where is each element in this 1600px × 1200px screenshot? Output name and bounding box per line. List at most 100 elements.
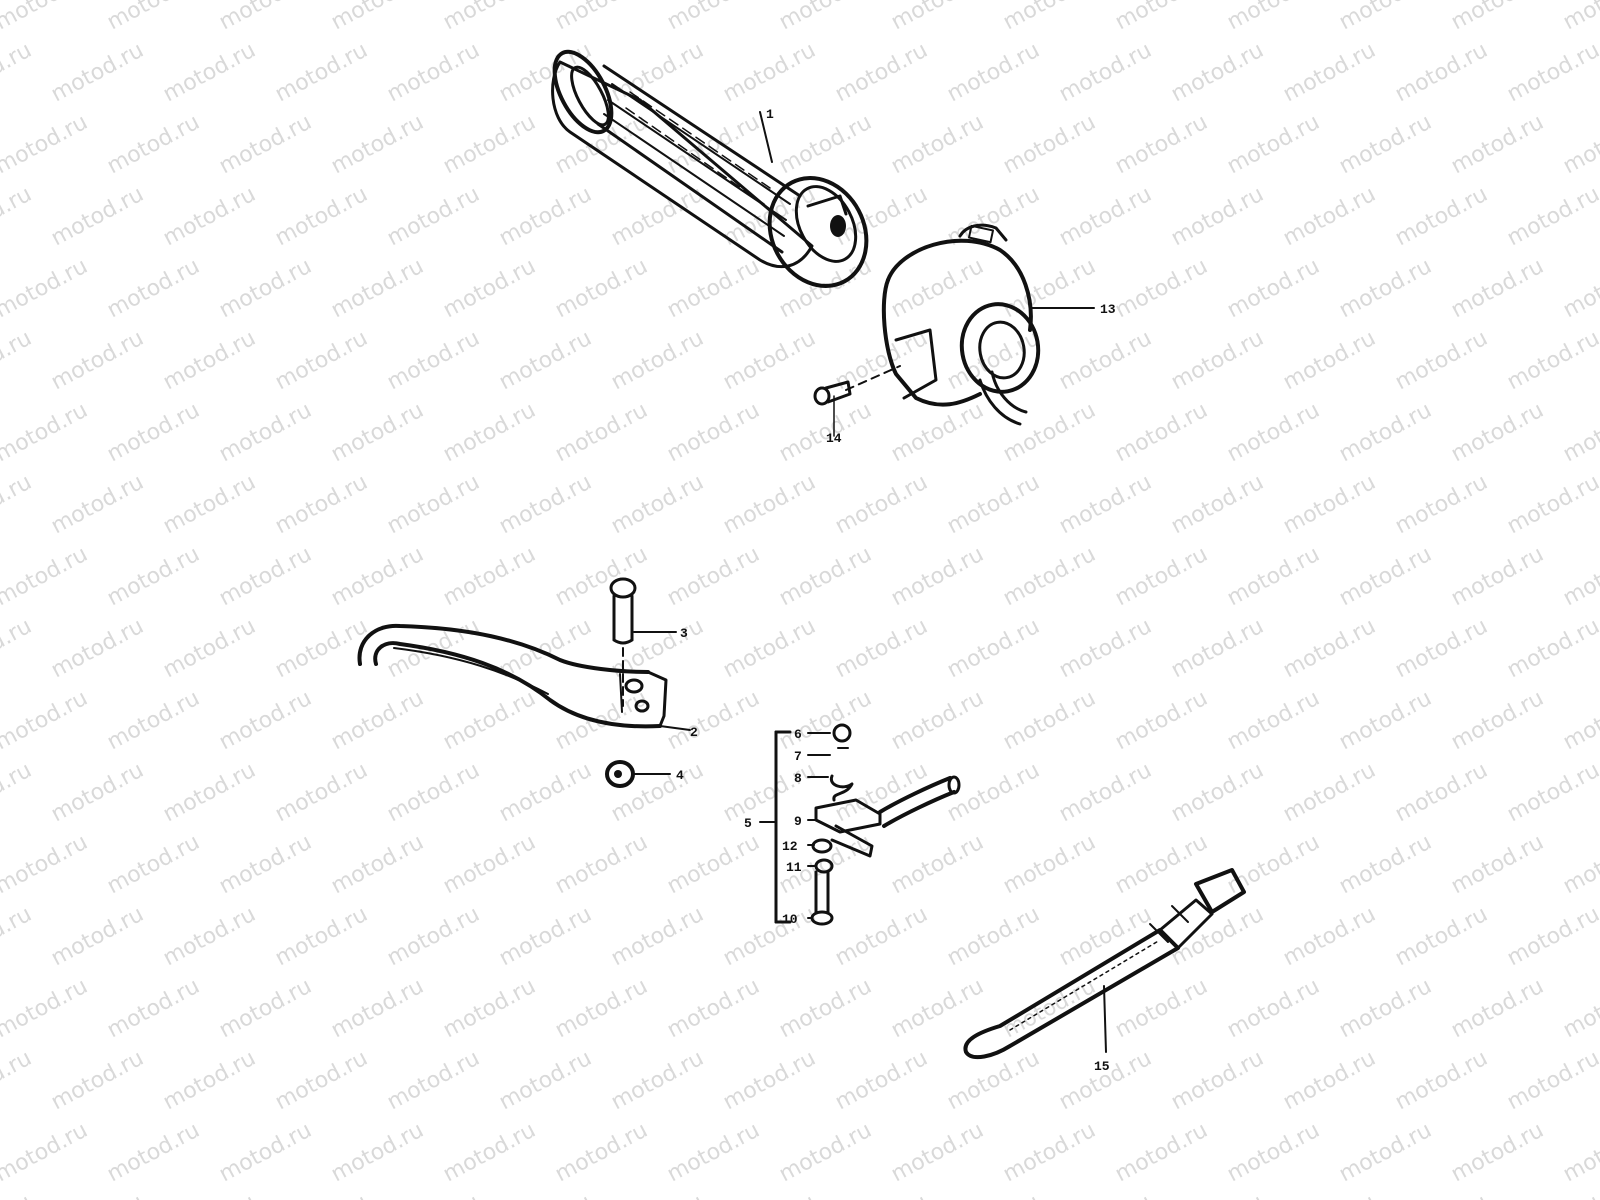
callout-3: 3 — [680, 626, 688, 641]
watermark-text: motod.ru — [1503, 470, 1600, 539]
watermark-text: motod.ru — [271, 758, 372, 827]
watermark-text: motod.ru — [1223, 1118, 1324, 1187]
watermark-text: motod.ru — [103, 830, 204, 899]
watermark-text: motod.ru — [1167, 470, 1268, 539]
watermark-text: motod.ru — [831, 1190, 932, 1200]
watermark-text: motod.ru — [1391, 614, 1492, 683]
watermark-text: motod.ru — [943, 1046, 1044, 1115]
watermark-text: motod.ru — [943, 326, 1044, 395]
watermark-text: motod.ru — [775, 974, 876, 1043]
watermark-text: motod.ru — [775, 686, 876, 755]
watermark-text: motod.ru — [1447, 0, 1548, 35]
watermark-text: motod.ru — [327, 830, 428, 899]
watermark-text: motod.ru — [663, 686, 764, 755]
watermark-text: motod.ru — [1055, 38, 1156, 107]
watermark-text: motod.ru — [887, 830, 988, 899]
watermark-text: motod.ru — [327, 686, 428, 755]
watermark-text: motod.ru — [327, 542, 428, 611]
watermark-text: motod.ru — [383, 470, 484, 539]
watermark-text: motod.ru — [775, 110, 876, 179]
watermark-text: motod.ru — [719, 1190, 820, 1200]
watermark-text: motod.ru — [1167, 38, 1268, 107]
watermark-text: motod.ru — [215, 398, 316, 467]
watermark-text: motod.ru — [551, 398, 652, 467]
watermark-text: motod.ru — [1335, 830, 1436, 899]
watermark-text: motod.ru — [663, 830, 764, 899]
watermark-text: motod.ru — [103, 1118, 204, 1187]
watermark-text: motod.ru — [1503, 182, 1600, 251]
watermark-text: motod.ru — [1503, 326, 1600, 395]
watermark-text: motod.ru — [271, 1190, 372, 1200]
watermark-text: motod.ru — [1503, 614, 1600, 683]
callout-12: 12 — [782, 839, 798, 854]
watermark-text: motod.ru — [103, 254, 204, 323]
callout-4: 4 — [676, 768, 684, 783]
watermark-text: motod.ru — [159, 614, 260, 683]
watermark-text: motod.ru — [439, 1118, 540, 1187]
callout-11: 11 — [786, 860, 802, 875]
housing-screw-drawing — [813, 380, 852, 437]
watermark-text: motod.ru — [0, 902, 36, 971]
watermark-text: motod.ru — [887, 1118, 988, 1187]
watermark-text: motod.ru — [551, 1118, 652, 1187]
watermark-text: motod.ru — [1391, 326, 1492, 395]
watermark-text: motod.ru — [47, 614, 148, 683]
watermark-text: motod.ru — [551, 542, 652, 611]
watermark-text: motod.ru — [439, 0, 540, 35]
watermark-text: motod.ru — [0, 1118, 92, 1187]
watermark-text: motod.ru — [1447, 110, 1548, 179]
watermark-text: motod.ru — [1055, 1046, 1156, 1115]
watermark-text: motod.ru — [663, 974, 764, 1043]
watermark-text: motod.ru — [439, 542, 540, 611]
watermark-text: motod.ru — [0, 1046, 36, 1115]
watermark-text: motod.ru — [495, 1190, 596, 1200]
watermark-text: motod.ru — [215, 830, 316, 899]
watermark-text: motod.ru — [887, 974, 988, 1043]
watermark-text: motod.ru — [495, 902, 596, 971]
watermark-text: motod.ru — [1167, 1190, 1268, 1200]
watermark-text: motod.ru — [1391, 1046, 1492, 1115]
watermark-text: motod.ru — [215, 974, 316, 1043]
watermark-text: motod.ru — [159, 326, 260, 395]
watermark-text: motod.ru — [1279, 326, 1380, 395]
watermark-text: motod.ru — [999, 110, 1100, 179]
watermark-text: motod.ru — [439, 254, 540, 323]
watermark-text: motod.ru — [1559, 254, 1600, 323]
watermark-text: motod.ru — [1055, 758, 1156, 827]
watermark-text: motod.ru — [159, 758, 260, 827]
watermark-text: motod.ru — [1391, 902, 1492, 971]
lever-drawing — [357, 623, 668, 729]
watermark-text: motod.ru — [1055, 470, 1156, 539]
watermark-text: motod.ru — [215, 110, 316, 179]
watermark-text: motod.ru — [999, 686, 1100, 755]
watermark-text: motod.ru — [271, 1046, 372, 1115]
watermark-text: motod.ru — [831, 326, 932, 395]
watermark-text: motod.ru — [1111, 686, 1212, 755]
watermark-text: motod.ru — [1335, 254, 1436, 323]
watermark-text: motod.ru — [607, 1190, 708, 1200]
watermark-text: motod.ru — [1223, 398, 1324, 467]
watermark-text: motod.ru — [1335, 542, 1436, 611]
watermark-text: motod.ru — [719, 902, 820, 971]
watermark-text: motod.ru — [103, 0, 204, 35]
callout-6: 6 — [794, 727, 802, 742]
watermark-text: motod.ru — [383, 758, 484, 827]
watermark-text: motod.ru — [943, 902, 1044, 971]
callout-8: 8 — [794, 771, 802, 786]
callout-5: 5 — [744, 816, 752, 831]
watermark-text: motod.ru — [439, 110, 540, 179]
watermark-text: motod.ru — [1223, 110, 1324, 179]
watermark-text: motod.ru — [719, 614, 820, 683]
watermark-text: motod.ru — [1279, 758, 1380, 827]
watermark-text: motod.ru — [1559, 1118, 1600, 1187]
watermark-text: motod.ru — [1279, 614, 1380, 683]
watermark-text: motod.ru — [1335, 110, 1436, 179]
watermark-text: motod.ru — [0, 398, 92, 467]
callout-15: 15 — [1094, 1059, 1110, 1074]
watermark-text: motod.ru — [1223, 0, 1324, 35]
watermark-text: motod.ru — [1559, 974, 1600, 1043]
watermark-text: motod.ru — [1447, 398, 1548, 467]
watermark-text: motod.ru — [47, 470, 148, 539]
watermark-text: motod.ru — [215, 1118, 316, 1187]
